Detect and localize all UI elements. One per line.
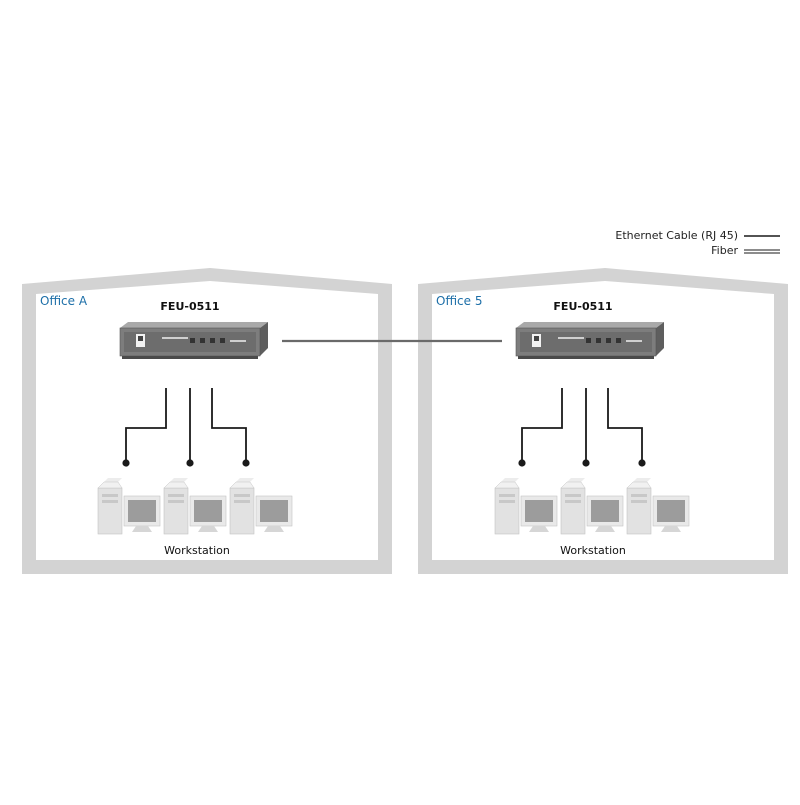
- office-a-ethernet-cables: [125, 388, 247, 462]
- desktop-computer-icon: [626, 477, 690, 535]
- desktop-computer-icon: [560, 477, 624, 535]
- office-a-device-label: FEU-0511: [160, 300, 220, 313]
- office-a-workstation-label: Workstation: [164, 544, 230, 557]
- office-a-label: Office A: [40, 294, 88, 308]
- legend-fiber-label: Fiber: [711, 244, 738, 257]
- cable-connector-dot: [122, 459, 130, 467]
- cable-connector-dot: [582, 459, 590, 467]
- network-switch-icon: [119, 321, 269, 360]
- office-5-device-label: FEU-0511: [553, 300, 613, 313]
- office-5-label: Office 5: [436, 294, 483, 308]
- desktop-computer-icon: [494, 477, 558, 535]
- legend-ethernet-label: Ethernet Cable (RJ 45): [615, 229, 738, 242]
- cable-connector-dot: [242, 459, 250, 467]
- office-5-ethernet-cables: [521, 388, 643, 462]
- network-switch-icon: [515, 321, 665, 360]
- cable-connector-dot: [186, 459, 194, 467]
- desktop-computer-icon: [97, 477, 161, 535]
- cable-connector-dot: [518, 459, 526, 467]
- desktop-computer-icon: [229, 477, 293, 535]
- office-5-workstation-label: Workstation: [560, 544, 626, 557]
- desktop-computer-icon: [163, 477, 227, 535]
- cable-connector-dot: [638, 459, 646, 467]
